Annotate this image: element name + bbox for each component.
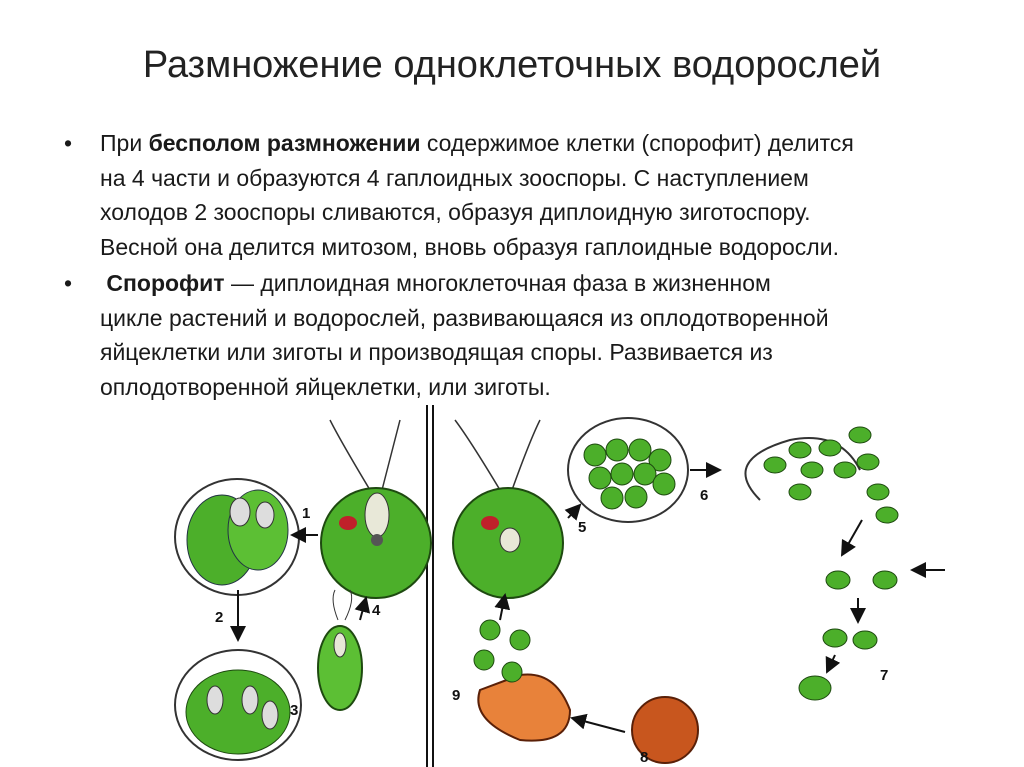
text-line: холодов 2 зооспоры сливаются, образуя ди…: [100, 199, 811, 225]
label-6: 6: [700, 487, 708, 504]
label-9: 9: [452, 687, 460, 704]
cell-dividing-4: [174, 478, 300, 596]
text-line: цикле растений и водорослей, развивающая…: [100, 304, 829, 331]
text-line: на 4 части и образуются 4 гаплоидных зоо…: [100, 164, 809, 191]
label-1: 1: [302, 505, 310, 522]
slide-title: Размножение одноклеточных водорослей: [142, 44, 882, 86]
cell-dividing-8: [174, 649, 302, 761]
label-4: 4: [372, 602, 381, 619]
label-5: 5: [578, 519, 586, 536]
text: содержимое клетки (спорофит) делится: [420, 130, 854, 156]
bold-term: бесполом размножении: [148, 130, 421, 156]
label-8: 8: [640, 749, 648, 766]
bullet-marker: •: [64, 130, 73, 156]
label-3: 3: [290, 702, 298, 719]
label-2: 2: [215, 609, 223, 626]
text-line: яйцеклетки или зиготы и производящая спо…: [100, 339, 773, 365]
algae-lifecycle-diagram: 1 2 3 4: [174, 405, 945, 767]
label-7: 7: [880, 667, 888, 684]
gametes-fusing: [798, 570, 898, 701]
mature-cell: [320, 419, 432, 599]
mature-cell-right: [452, 419, 564, 599]
released-gametes: [744, 426, 899, 524]
divider: [426, 405, 434, 767]
text-line: Весной она делится митозом, вновь образу…: [100, 233, 839, 260]
germinating-zygote: [473, 619, 572, 742]
gametangium: [567, 417, 689, 523]
text-line: оплодотворенной яйцеклетки, или зиготы.: [100, 373, 551, 400]
text: — диплоидная многоклеточная фаза в жизне…: [224, 270, 771, 296]
zygospore: [631, 696, 699, 764]
bullet-marker: •: [64, 270, 73, 296]
zoospore: [317, 589, 363, 711]
bold-term: Спорофит: [106, 270, 225, 296]
text: При: [100, 130, 149, 156]
